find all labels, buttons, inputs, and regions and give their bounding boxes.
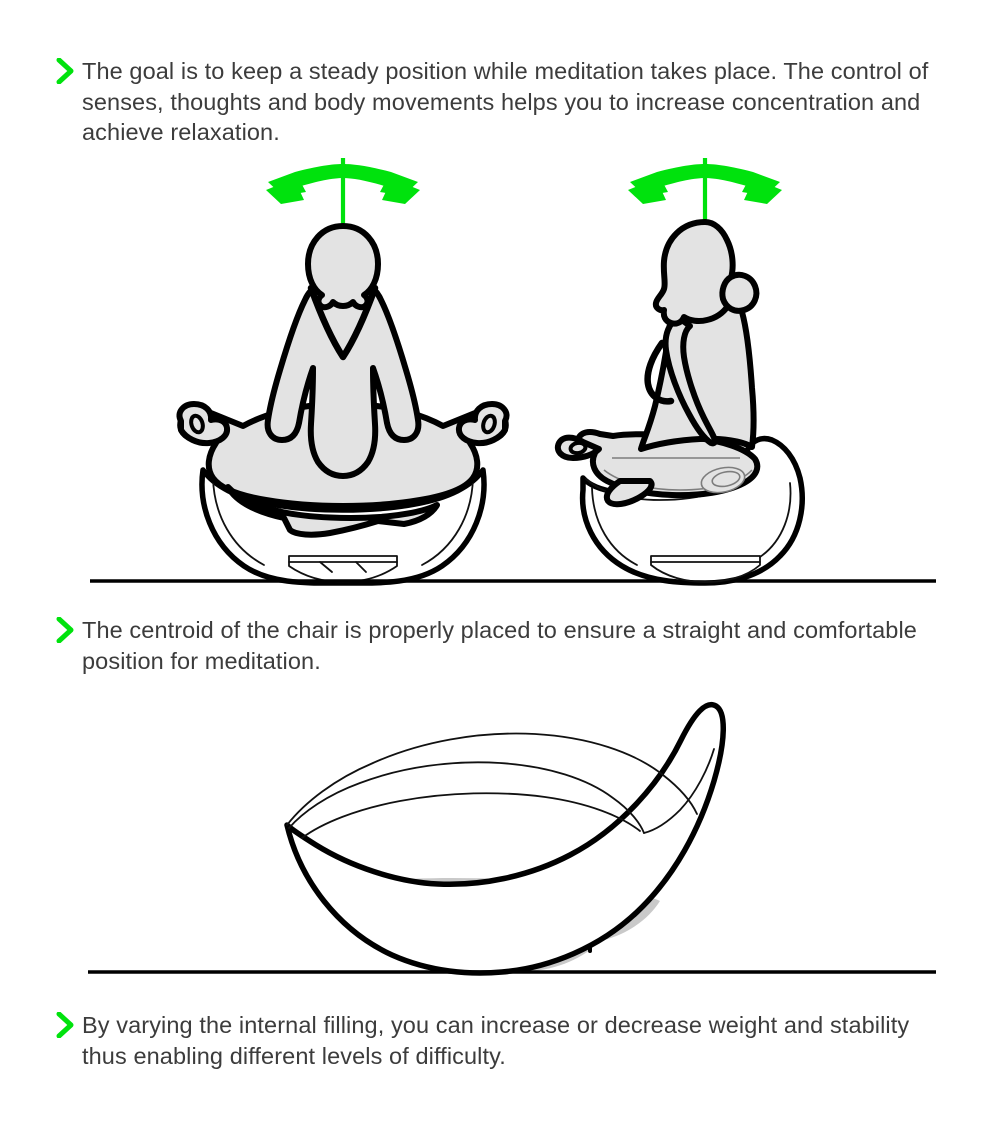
green-double-headed-curved-arrow-front xyxy=(266,164,420,204)
chair-section-outline xyxy=(284,701,726,976)
chevron-right-icon xyxy=(56,1012,82,1038)
body-front xyxy=(176,223,510,538)
green-double-headed-curved-arrow-side xyxy=(628,164,782,204)
bullet-block-2: The centroid of the chair is properly pl… xyxy=(56,615,956,676)
bullet-block-3: By varying the internal filling, you can… xyxy=(56,1010,946,1071)
chevron-right-icon xyxy=(56,617,82,643)
bullet-text-1: The goal is to keep a steady position wh… xyxy=(82,58,929,146)
body-side xyxy=(554,219,761,508)
chair-front xyxy=(199,467,487,586)
figure-front-view xyxy=(90,158,936,586)
bullet-block-1: The goal is to keep a steady position wh… xyxy=(56,56,946,148)
figure-chair-section xyxy=(88,701,936,976)
chair-side xyxy=(579,435,805,586)
bullet-text-3: By varying the internal filling, you can… xyxy=(82,1012,910,1069)
figure-side-view xyxy=(554,158,805,586)
bullet-text-2: The centroid of the chair is properly pl… xyxy=(82,617,917,674)
weight-base-block xyxy=(401,924,594,973)
chevron-right-icon xyxy=(56,58,82,84)
internal-filling-shading xyxy=(328,878,660,940)
